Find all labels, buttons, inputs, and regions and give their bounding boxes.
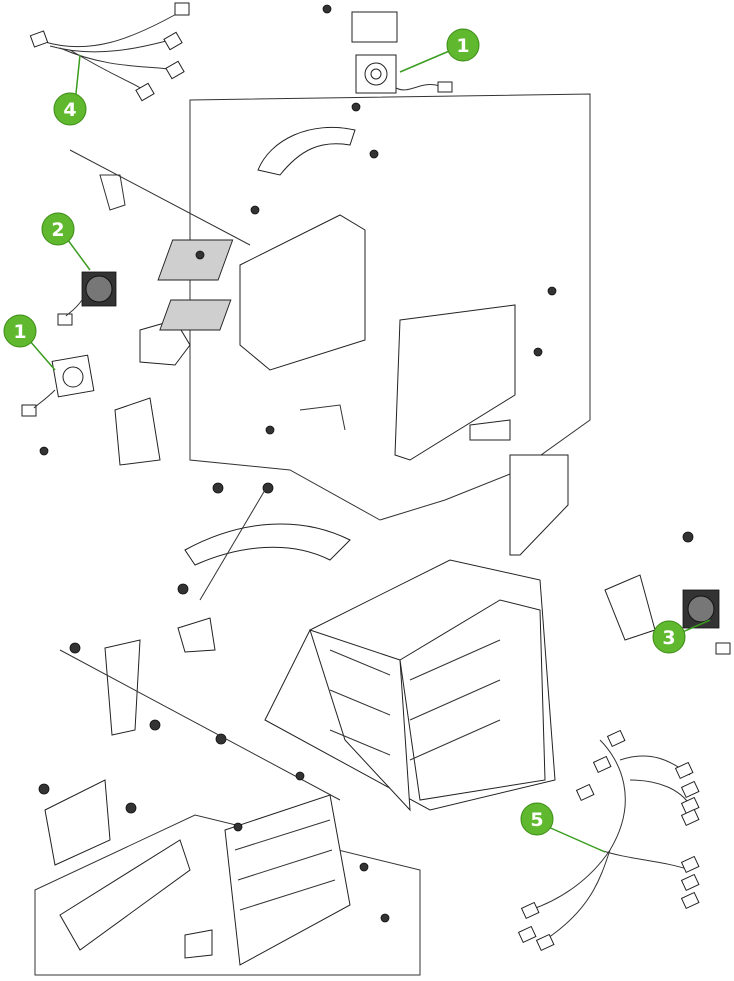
callout-5: 5 [521, 803, 553, 835]
cover-guide [258, 103, 378, 175]
callout-3: 3 [653, 621, 685, 653]
main-chassis [265, 532, 693, 810]
formatter-cage [158, 206, 568, 555]
callout-label: 3 [662, 627, 675, 649]
callout-1-top: 1 [447, 29, 479, 61]
callout-4: 4 [54, 93, 86, 125]
callout-label: 1 [13, 321, 26, 343]
fan-1-left [22, 355, 160, 465]
fan-top [323, 5, 452, 93]
callout-label: 2 [51, 219, 64, 241]
callout-label: 5 [530, 809, 543, 831]
callout-label: 4 [63, 99, 76, 121]
wire-harness-4 [30, 3, 189, 101]
callout-2: 2 [42, 213, 74, 245]
callout-label: 1 [456, 35, 469, 57]
callout-1-left: 1 [4, 315, 36, 347]
